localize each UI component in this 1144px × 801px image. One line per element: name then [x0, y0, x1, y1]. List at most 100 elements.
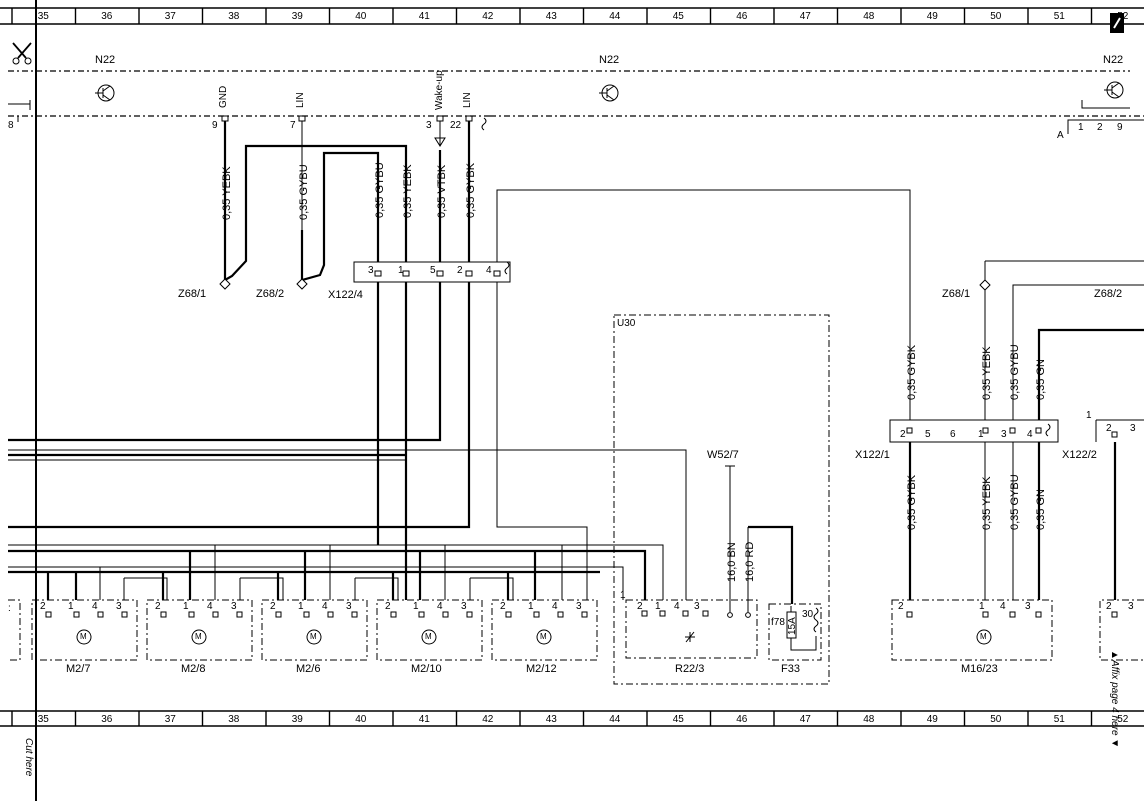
svg-text:3: 3: [346, 601, 352, 612]
grid-column-number: 38: [228, 11, 240, 22]
svg-text:2: 2: [1106, 601, 1112, 612]
n22-connector-a: A 1 2 9: [1057, 100, 1144, 141]
scissors-icon: [12, 42, 32, 65]
heater-element-icon: [685, 631, 695, 643]
wire-label: 0,35 YEBK: [981, 346, 993, 400]
grid-column-number: 45: [673, 714, 685, 725]
n22-label-mid: N22: [599, 54, 619, 66]
transistor-icon: [1104, 81, 1124, 99]
grid-column-number: 40: [355, 11, 367, 22]
signal-gnd: GND: [218, 86, 229, 108]
svg-text:M: M: [80, 632, 87, 641]
grid-column-number: 51: [1054, 11, 1066, 22]
svg-text:X122/4: X122/4: [328, 289, 363, 301]
svg-text:3: 3: [1128, 601, 1134, 612]
svg-text:2: 2: [500, 601, 506, 612]
svg-text:2: 2: [385, 601, 391, 612]
svg-text:1: 1: [398, 265, 404, 276]
u30-module: U30 W52/7 16,0 BN 16,0 RD 1 2 1 4 3 R22/…: [613, 314, 830, 685]
wire-label: 0,35 GN: [1035, 359, 1047, 400]
wire-thin-crossover: [496, 189, 911, 300]
svg-text:3: 3: [1001, 429, 1007, 440]
svg-text:1: 1: [528, 601, 534, 612]
pin-2-right: 2: [1097, 122, 1103, 133]
svg-text:30: 30: [802, 609, 814, 620]
pin-left-8: 8: [8, 120, 14, 131]
svg-text:1: 1: [298, 601, 304, 612]
signal-wake-up: Wake-up: [434, 70, 445, 110]
grid-column-number: 37: [165, 11, 177, 22]
grid-column-number: 44: [609, 11, 621, 22]
wire-label: 0,35 YEBK: [402, 164, 414, 218]
svg-text:3: 3: [576, 601, 582, 612]
splice-z68-2-left: Z68/2: [256, 278, 308, 300]
svg-text:4: 4: [552, 601, 558, 612]
svg-text:2: 2: [637, 601, 643, 612]
svg-text:X122/2: X122/2: [1062, 449, 1097, 461]
wire-label: 0,35 YEBK: [221, 166, 233, 220]
svg-text:2: 2: [1106, 423, 1112, 434]
motor-m16-23: 2 1 4 3 M M16/23: [891, 599, 1053, 675]
grid-column-number: 48: [863, 714, 875, 725]
grid-column-number: 40: [355, 714, 367, 725]
grid-column-number: 36: [101, 11, 113, 22]
grid-column-number: 46: [736, 714, 748, 725]
svg-text:6: 6: [950, 429, 956, 440]
connector-x122-1: X122/1 2 5 6 1 3 4: [855, 419, 1059, 461]
svg-text:1: 1: [1086, 410, 1092, 421]
grid-column-number: 42: [482, 714, 494, 725]
grid-column-number: 49: [927, 11, 939, 22]
svg-text:2: 2: [270, 601, 276, 612]
svg-text:Z68/2: Z68/2: [256, 288, 284, 300]
transistor-icon: [599, 84, 619, 102]
grid-column-number: 50: [990, 714, 1002, 725]
svg-text:4: 4: [674, 601, 680, 612]
splice-z68-1-left: Z68/1: [178, 278, 231, 300]
connector-a-label: A: [1057, 130, 1064, 141]
wire-label: 16,0 RD: [744, 542, 756, 582]
svg-text:3: 3: [231, 601, 237, 612]
page-corner-icon: [1110, 13, 1124, 33]
svg-text:2: 2: [457, 265, 463, 276]
grid-column-number: 46: [736, 11, 748, 22]
connector-x122-4: X122/4 3 1 5 2 4: [328, 261, 511, 301]
wire-label: 0,35 GYBK: [465, 162, 477, 218]
n22-label-right: N22: [1103, 54, 1123, 66]
affix-label: ▲Affix page 4 here ▼: [1109, 650, 1120, 748]
wire-label: 0,35 GYBU: [1009, 474, 1021, 530]
pin-9-right: 9: [1117, 122, 1123, 133]
splice-z68-1-right: Z68/1: [942, 279, 991, 300]
n22-label-left: N22: [95, 54, 115, 66]
svg-text:1: 1: [183, 601, 189, 612]
grid-column-number: 47: [800, 11, 812, 22]
pin-3: 3: [426, 120, 432, 131]
svg-text:5: 5: [430, 265, 436, 276]
svg-text:4: 4: [322, 601, 328, 612]
n22-top-pins: GND 9 LIN 7 Wake-up 3 LIN 22: [212, 70, 487, 131]
svg-text:R22/3: R22/3: [675, 663, 704, 675]
wire-label: 0,35 GYBU: [374, 162, 386, 218]
svg-text:X122/1: X122/1: [855, 449, 890, 461]
wire-label: 0,35 YEBK: [981, 476, 993, 530]
svg-text:1: 1: [655, 601, 661, 612]
grid-column-number: 52: [1117, 714, 1129, 725]
svg-text:3: 3: [116, 601, 122, 612]
grid-column-number: 48: [863, 11, 875, 22]
svg-text:M: M: [195, 632, 202, 641]
grid-column-number: 41: [419, 11, 431, 22]
svg-text:M: M: [425, 632, 432, 641]
grid-column-number: 41: [419, 714, 431, 725]
svg-text::: :: [8, 603, 11, 614]
motor-icon: M: [191, 629, 207, 645]
grid-column-number: 43: [546, 11, 558, 22]
svg-text:1: 1: [68, 601, 74, 612]
svg-text:3: 3: [461, 601, 467, 612]
motor-label: M2/7: [66, 663, 90, 675]
wire-label: 0,35 GN: [1035, 489, 1047, 530]
svg-text:2: 2: [900, 429, 906, 440]
